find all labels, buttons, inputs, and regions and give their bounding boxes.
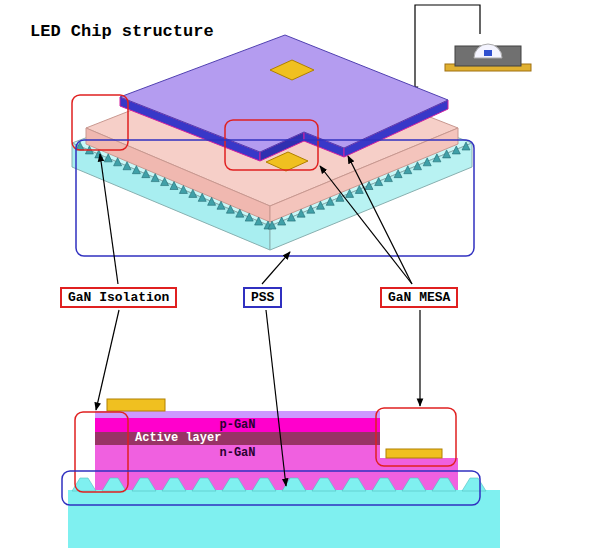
node-label: n-GaN <box>95 445 380 461</box>
package-chip <box>484 50 492 56</box>
pss-cone <box>114 158 122 166</box>
pss-bump <box>372 478 396 491</box>
pss-bump <box>162 478 186 491</box>
pss-bump <box>432 478 456 491</box>
n-pad <box>386 449 442 458</box>
callout-box: GaN MESA <box>380 287 458 308</box>
pss-cone <box>384 174 392 182</box>
p-pad <box>270 60 314 80</box>
pss-cone <box>462 142 470 150</box>
pss-cone <box>423 158 431 166</box>
node-label: GaN Isolation <box>68 290 169 305</box>
package-dome <box>474 44 502 58</box>
pss-bump <box>312 478 336 491</box>
pss-cone <box>355 185 363 193</box>
pss-cone <box>326 197 334 205</box>
pss-cone <box>317 201 325 209</box>
pss-cone <box>245 213 253 221</box>
node-label: p-GaN <box>95 418 380 432</box>
pss-cone <box>95 150 103 158</box>
pss-highlight <box>62 471 480 505</box>
pss-cone <box>198 193 206 201</box>
pss-cone <box>161 178 169 186</box>
layer-band: Active layer <box>95 432 380 445</box>
pss-cone <box>132 166 140 174</box>
pss-cone <box>179 185 187 193</box>
leader-line <box>262 252 290 284</box>
pss-bump <box>192 478 216 491</box>
node-label: GaN MESA <box>388 290 450 305</box>
pss-cone <box>297 209 305 217</box>
pss-cone <box>346 189 354 197</box>
callout-box: PSS <box>243 287 282 308</box>
pss-bump <box>342 478 366 491</box>
mesa-highlight <box>376 408 456 466</box>
pss-cone <box>236 209 244 217</box>
led-package-icon <box>445 44 531 71</box>
substrate <box>68 490 500 548</box>
node-label: Active layer <box>95 432 380 445</box>
leader-line <box>96 310 119 410</box>
layer-band: p-GaN <box>95 418 380 432</box>
pss-cone <box>170 182 178 190</box>
node-label: PSS <box>251 290 274 305</box>
diagram-title: LED Chip structure <box>30 22 214 41</box>
pss-cone <box>255 217 263 225</box>
pss-highlight <box>76 140 474 256</box>
pss-bump <box>402 478 426 491</box>
pss-cone <box>278 217 286 225</box>
pss-cone <box>433 154 441 162</box>
pss-cone <box>452 146 460 154</box>
pss-bump <box>102 478 126 491</box>
leader-line <box>320 166 412 284</box>
callout-box: GaN Isolation <box>60 287 177 308</box>
leader-line <box>348 156 412 284</box>
pss-pattern <box>72 478 486 491</box>
pss-cone <box>217 201 225 209</box>
n-gan-layer <box>95 445 458 492</box>
pss-cone <box>404 166 412 174</box>
leader-line <box>419 310 420 406</box>
pss-cone <box>268 221 276 229</box>
transparent-electrode <box>95 411 380 418</box>
pss-cone <box>226 205 234 213</box>
pss-bump <box>132 478 156 491</box>
pss-cone <box>375 178 383 186</box>
isolation-highlight <box>75 412 128 492</box>
n-pad <box>266 152 308 171</box>
layer-band: n-GaN <box>95 445 380 461</box>
pss-cone <box>123 162 131 170</box>
mesa-top <box>120 35 448 152</box>
leader-line <box>415 5 480 94</box>
pss-cone <box>287 213 295 221</box>
leader-line <box>100 154 118 284</box>
pss-cone <box>189 189 197 197</box>
isolation-highlight <box>72 95 128 150</box>
pss-cone <box>414 162 422 170</box>
pss-bump <box>462 478 486 491</box>
mesa-highlight <box>225 120 318 170</box>
pss-cone <box>151 174 159 182</box>
pss-bump <box>222 478 246 491</box>
leader-line <box>266 310 286 486</box>
pss-cone <box>208 197 216 205</box>
pss-cone <box>142 170 150 178</box>
pss-cone <box>443 150 451 158</box>
active-layer <box>95 432 380 445</box>
pss-cone <box>394 170 402 178</box>
pss-bump <box>252 478 276 491</box>
pss-cone <box>365 182 373 190</box>
p-pad <box>107 399 165 411</box>
pss-cone <box>307 205 315 213</box>
p-gan-layer <box>95 418 380 432</box>
pss-cone <box>104 154 112 162</box>
